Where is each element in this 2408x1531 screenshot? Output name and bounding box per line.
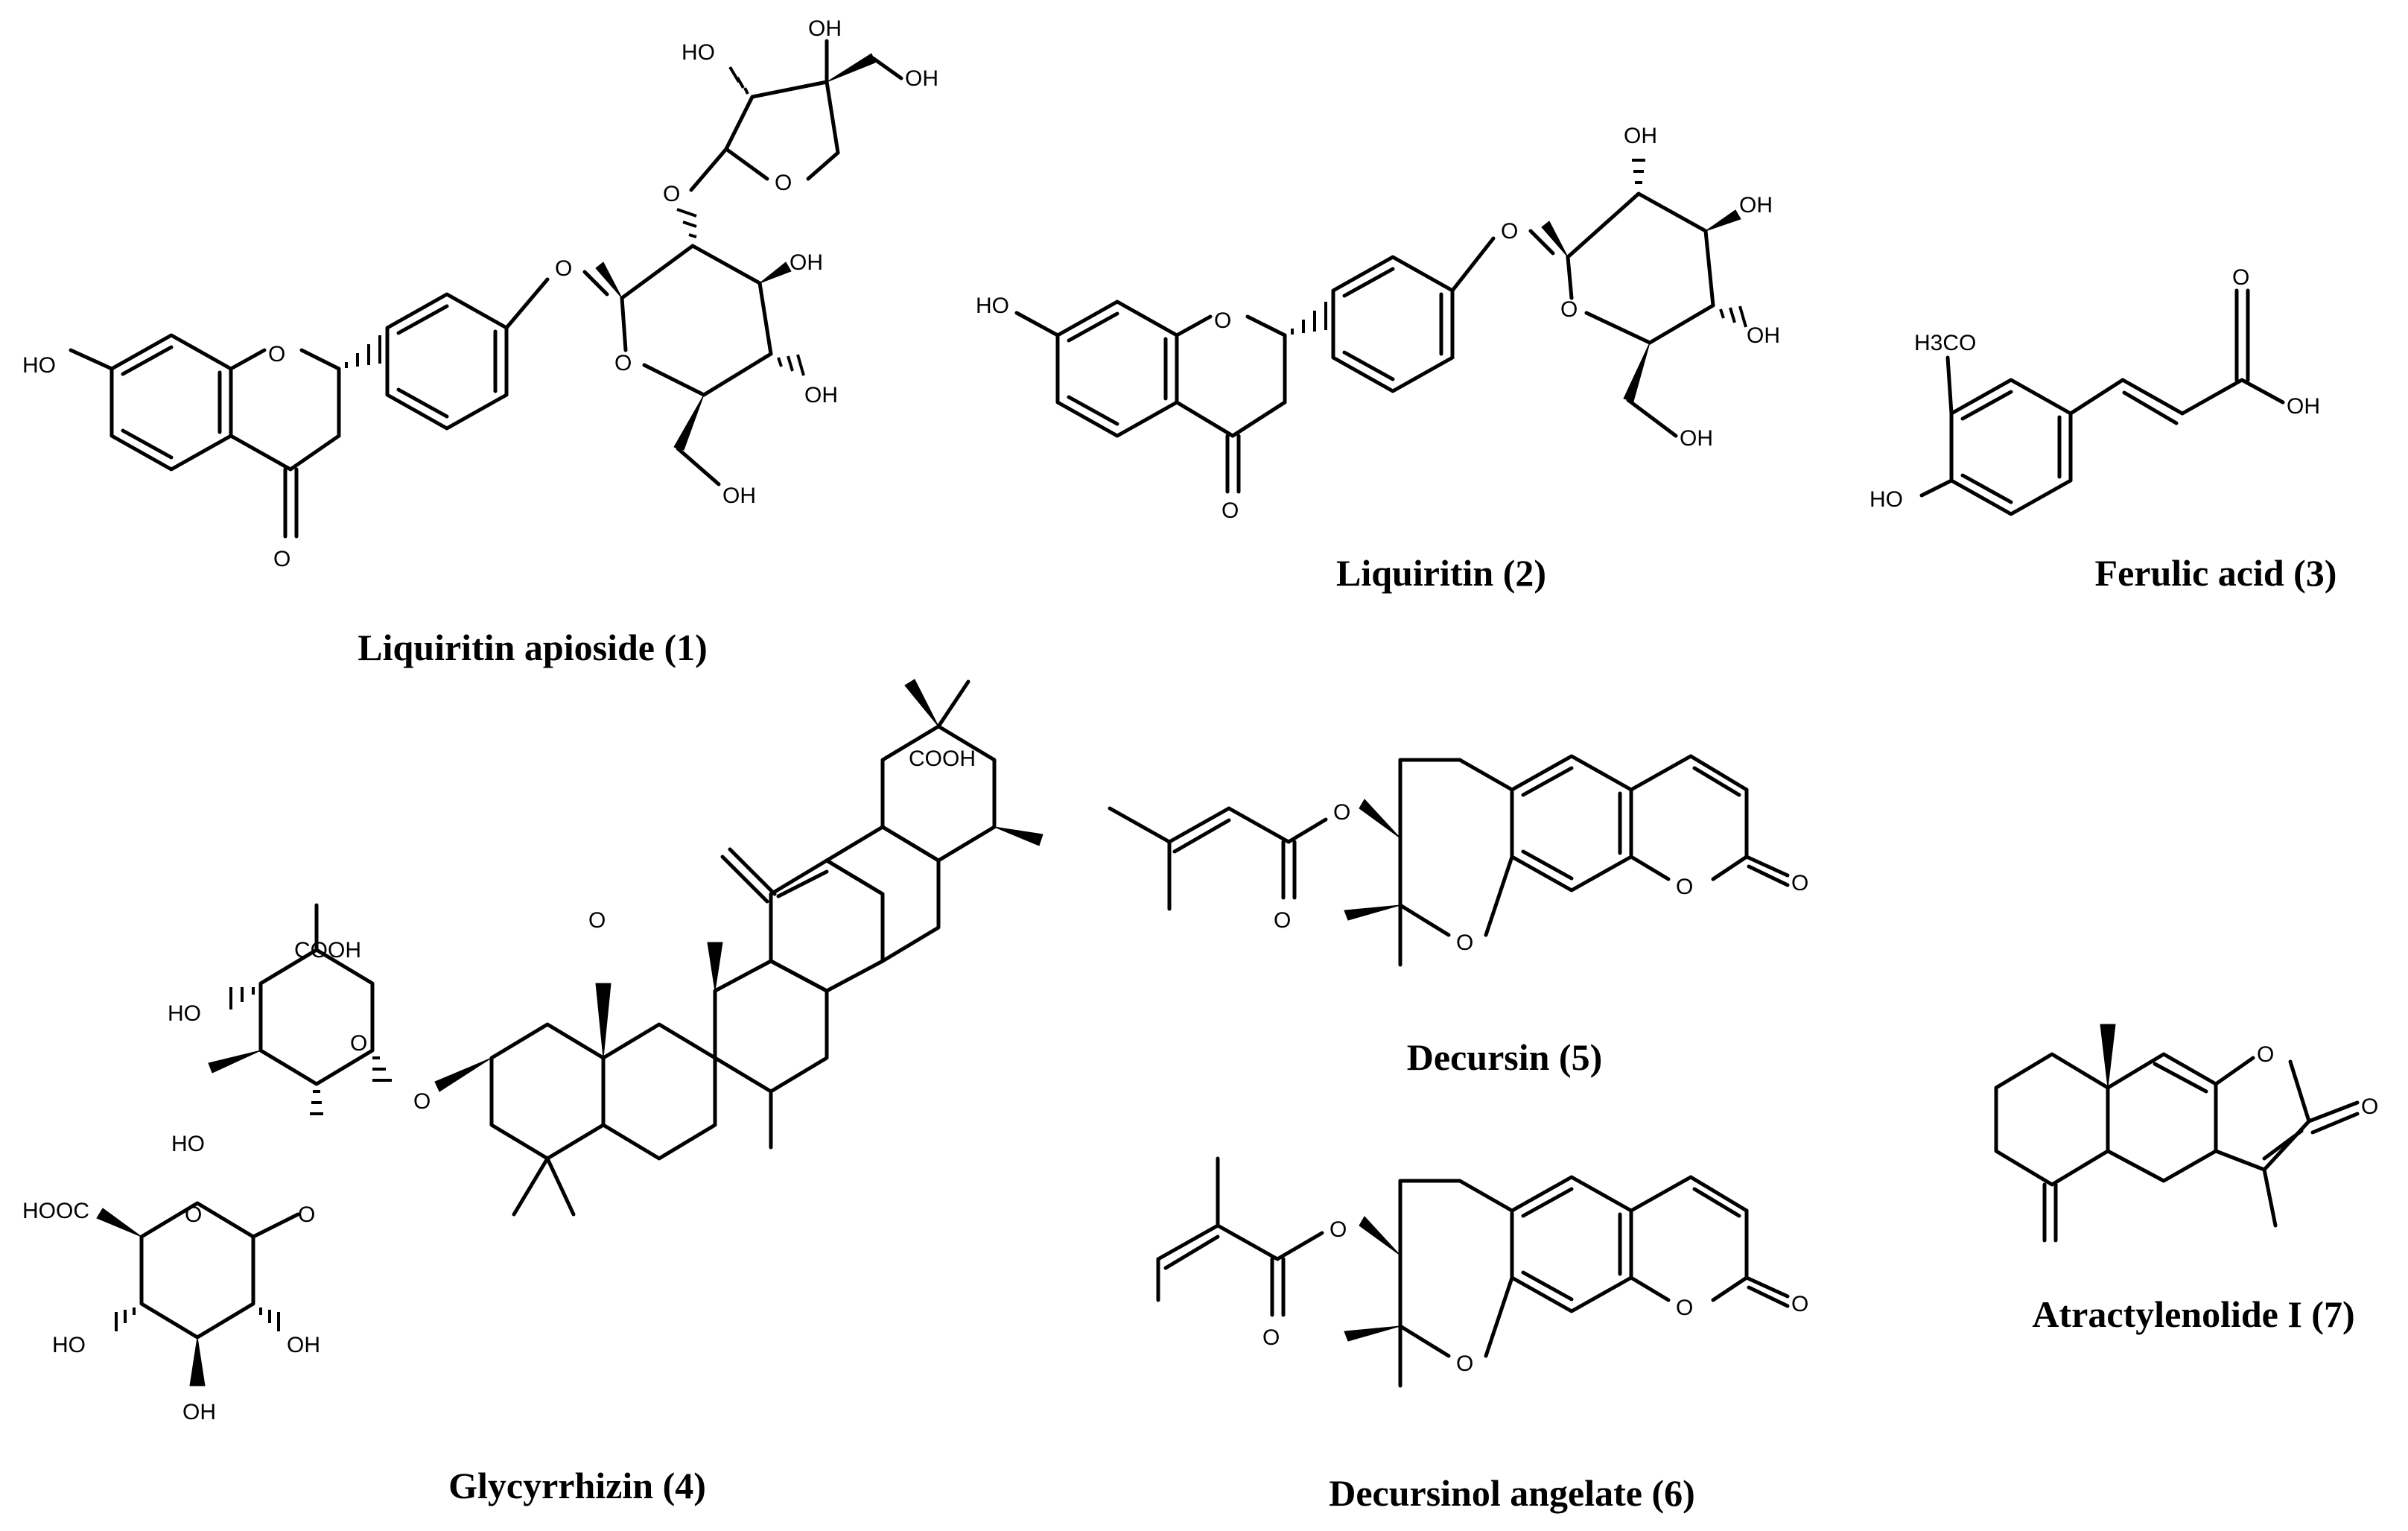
- atom-label: O: [1330, 1217, 1347, 1242]
- atom-label: HO: [171, 1132, 205, 1156]
- atom-label: O: [2257, 1042, 2274, 1067]
- atom-label: OH: [808, 16, 842, 41]
- atom-label: O: [663, 182, 680, 206]
- atom-label: OH: [1747, 323, 1780, 348]
- atom-label: HO: [52, 1333, 86, 1357]
- hashed-bond: [345, 335, 381, 368]
- atom-label: OH: [905, 66, 938, 91]
- atom-label: O: [1456, 1351, 1473, 1376]
- atom-label: H3CO: [1914, 331, 1976, 355]
- atom-label: O: [268, 342, 285, 367]
- structure-decursin: O O O O O: [1108, 754, 1808, 967]
- atom-label: COOH: [294, 938, 361, 963]
- atom-label: OH: [1680, 426, 1713, 451]
- structure-glycyrrhizin: COOH O COOH HO HO O O O HOOC O HO OH OH: [22, 679, 1043, 1424]
- atom-label: O: [185, 1202, 202, 1227]
- caption-liquiritin: Liquiritin (2): [1336, 552, 1546, 594]
- caption-atractylenolide-i: Atractylenolide I (7): [2032, 1293, 2355, 1335]
- atom-label: O: [298, 1202, 315, 1227]
- caption-decursin: Decursin (5): [1406, 1036, 1603, 1078]
- atom-label: HO: [168, 1001, 201, 1026]
- caption-glycyrrhizin: Glycyrrhizin (4): [448, 1465, 706, 1506]
- hashed-bond: [229, 987, 255, 1009]
- hashed-bond: [1291, 302, 1327, 335]
- atom-label: O: [2232, 265, 2249, 290]
- atom-label: O: [413, 1089, 431, 1114]
- structure-ferulic-acid: H3CO HO O OH: [1869, 265, 2320, 516]
- structure-decursinol-angelate: O O O O O: [1156, 1156, 1808, 1388]
- atom-label: HO: [976, 294, 1009, 318]
- atom-label: O: [1560, 297, 1578, 322]
- atom-label: O: [273, 547, 290, 571]
- atom-label: O: [1262, 1325, 1280, 1350]
- atom-label: O: [1214, 308, 1231, 333]
- hashed-bond: [777, 354, 805, 376]
- atom-label: O: [1333, 800, 1350, 825]
- atom-label: HO: [1869, 487, 1903, 512]
- atom-label: HOOC: [22, 1199, 89, 1223]
- hashed-bond: [1632, 159, 1645, 184]
- atom-label: O: [1791, 871, 1808, 896]
- atom-label: COOH: [909, 747, 976, 771]
- atom-label: O: [2361, 1094, 2378, 1119]
- atom-label: OH: [2287, 394, 2320, 419]
- atom-label: O: [1274, 908, 1291, 933]
- atom-label: OH: [804, 383, 838, 408]
- atom-label: O: [614, 351, 632, 375]
- atom-label: OH: [722, 484, 756, 508]
- atom-label: O: [1501, 219, 1518, 244]
- atom-label: O: [1791, 1292, 1808, 1316]
- atom-label: OH: [790, 250, 823, 275]
- hashed-bond: [310, 1090, 323, 1115]
- atom-label: O: [350, 1031, 367, 1056]
- atom-label: O: [1456, 931, 1473, 955]
- hashed-bond: [259, 1307, 280, 1331]
- atom-label: O: [1676, 1296, 1693, 1320]
- atom-label: O: [775, 171, 792, 195]
- hashed-bond: [676, 208, 697, 238]
- structure-atractylenolide-i: O O: [1994, 1024, 2378, 1243]
- atom-label: OH: [1739, 193, 1773, 218]
- atom-label: O: [555, 256, 572, 281]
- caption-decursinol-angelate: Decursinol angelate (6): [1329, 1472, 1695, 1514]
- atom-label: OH: [287, 1333, 320, 1357]
- atom-label: O: [1676, 875, 1693, 899]
- hashed-bond: [372, 1056, 392, 1082]
- hashed-bond: [728, 66, 749, 95]
- atom-label: O: [588, 908, 606, 933]
- structure-liquiritin: HO O O O OH OH OH O OH: [976, 124, 1780, 523]
- atom-label: OH: [1624, 124, 1657, 148]
- atom-label: OH: [182, 1400, 216, 1424]
- atom-label: O: [1222, 498, 1239, 523]
- atom-label: HO: [22, 353, 56, 378]
- caption-ferulic-acid: Ferulic acid (3): [2094, 552, 2337, 594]
- caption-liquiritin-apioside: Liquiritin apioside (1): [358, 627, 708, 668]
- structure-liquiritin-apioside: HO O O O O OH OH O OH OH HO OH O: [22, 16, 938, 571]
- atom-label: HO: [682, 40, 715, 65]
- hashed-bond: [1719, 305, 1747, 328]
- hashed-bond: [115, 1307, 136, 1331]
